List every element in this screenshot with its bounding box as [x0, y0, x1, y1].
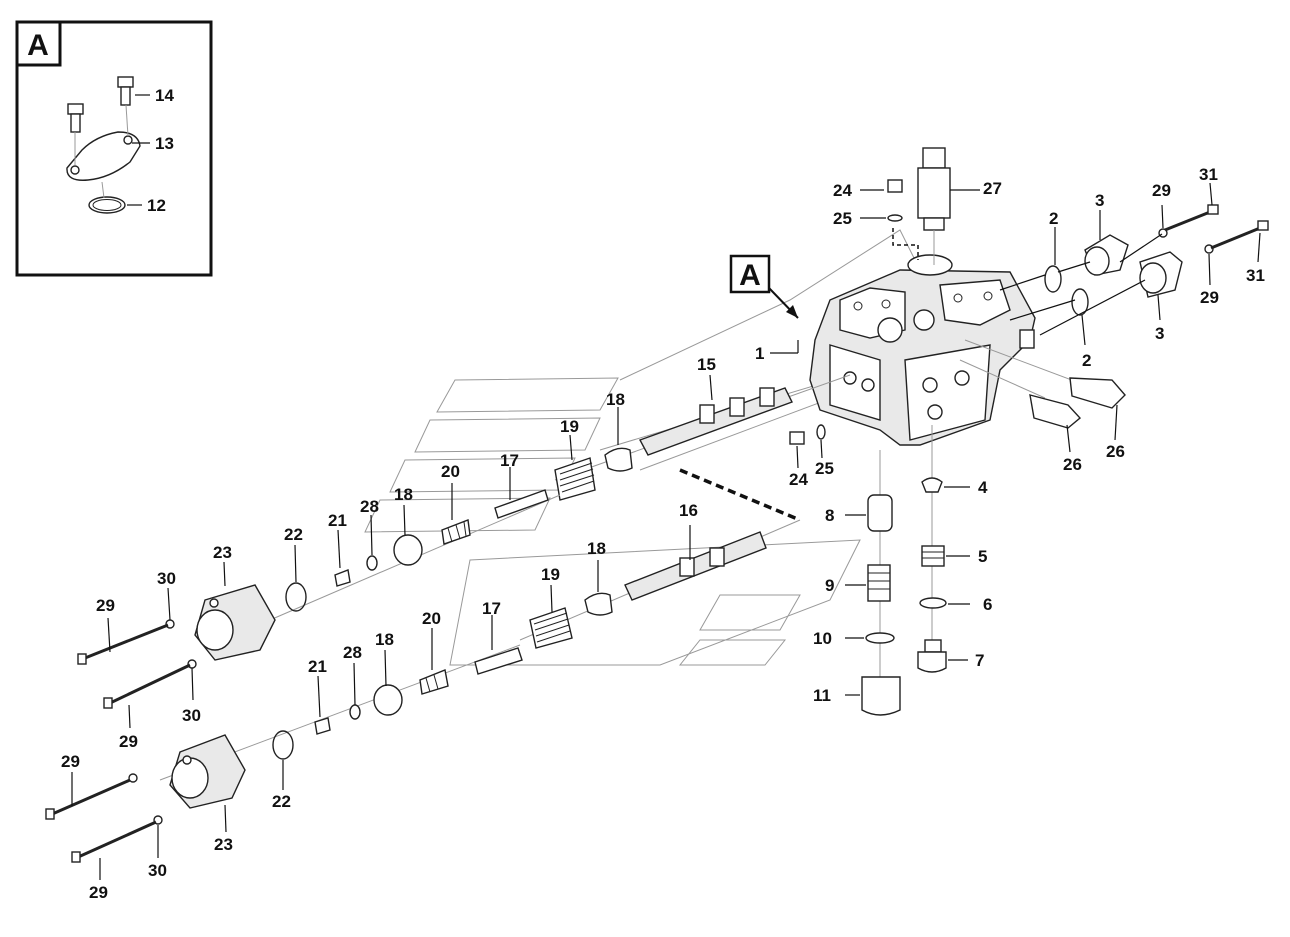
label-3-top: 3: [1095, 191, 1104, 210]
label-16: 16: [679, 501, 698, 520]
label-22-lower: 22: [272, 792, 291, 811]
label-13: 13: [155, 134, 174, 153]
label-24-lower: 24: [789, 470, 808, 489]
label-26-left: 26: [1063, 455, 1082, 474]
label-9: 9: [825, 576, 834, 595]
lower-rod-row: [159, 615, 523, 790]
right-cap-assembly: [999, 182, 1269, 346]
label-18-a: 18: [606, 390, 625, 409]
callout-a: A: [729, 254, 799, 319]
plug-stack-4-7: [917, 425, 970, 673]
plug-stack-8-11: [845, 450, 901, 716]
label-31-bottom: 31: [1246, 266, 1265, 285]
label-28-lower: 28: [343, 643, 362, 662]
plug-24-25-lower: [789, 424, 826, 469]
label-18-b: 18: [394, 485, 413, 504]
label-21-upper: 21: [328, 511, 347, 530]
label-11: 11: [813, 686, 831, 705]
label-31-top: 31: [1199, 165, 1218, 184]
spool-15-assembly: [554, 374, 851, 501]
label-28-upper: 28: [360, 497, 379, 516]
label-19-upper: 19: [560, 417, 579, 436]
label-30-c: 30: [148, 861, 167, 880]
check-valves-26: [959, 339, 1126, 453]
label-19-lower: 19: [541, 565, 560, 584]
label-3-bottom: 3: [1155, 324, 1164, 343]
label-7: 7: [975, 651, 984, 670]
callout-letter: A: [739, 259, 761, 292]
bolt-14-part: [117, 76, 134, 106]
label-29-b: 29: [119, 732, 138, 751]
label-24-top: 24: [833, 181, 852, 200]
label-10: 10: [813, 629, 832, 648]
ghost-planes: [364, 229, 916, 666]
relief-valve-27-part: [917, 147, 980, 265]
label-23-lower: 23: [214, 835, 233, 854]
label-29-a: 29: [96, 596, 115, 615]
label-26-right: 26: [1106, 442, 1125, 461]
label-23-upper: 23: [213, 543, 232, 562]
label-29-right-top: 29: [1152, 181, 1171, 200]
label-4: 4: [978, 478, 988, 497]
label-2-bottom: 2: [1082, 351, 1091, 370]
label-20-upper: 20: [441, 462, 460, 481]
label-2-top: 2: [1049, 209, 1058, 228]
end-cap-23-upper: [77, 561, 276, 729]
label-17-lower: 17: [482, 599, 501, 618]
valve-body-part: [809, 254, 1036, 446]
part-labels: 1 2 2 3 3 4 5 6 7 8 9 10 11 15 16 17 17 …: [61, 165, 1265, 902]
label-22-upper: 22: [284, 525, 303, 544]
label-20-lower: 20: [422, 609, 441, 628]
detail-view-a: A 14 13 12: [15, 20, 213, 277]
label-8: 8: [825, 506, 834, 525]
label-14: 14: [155, 86, 174, 105]
label-17-upper: 17: [500, 451, 519, 470]
label-1: 1: [755, 344, 764, 363]
detail-box-letter: A: [27, 29, 49, 62]
flange-plate-part: [66, 131, 141, 181]
end-cap-23-lower: [45, 734, 246, 880]
label-29-right-bottom: 29: [1200, 288, 1219, 307]
label-30-b: 30: [182, 706, 201, 725]
label-25-top: 25: [833, 209, 852, 228]
label-5: 5: [978, 547, 987, 566]
label-29-c: 29: [61, 752, 80, 771]
label-30-a: 30: [157, 569, 176, 588]
label-6: 6: [983, 595, 992, 614]
plug-24-top-part: [860, 179, 919, 260]
label-18-c: 18: [587, 539, 606, 558]
label-18-d: 18: [375, 630, 394, 649]
label-25-lower: 25: [815, 459, 834, 478]
label-29-d: 29: [89, 883, 108, 902]
upper-rod-row: [269, 467, 561, 621]
spool-16-assembly: [519, 468, 801, 649]
label-27: 27: [983, 179, 1002, 198]
label-15: 15: [697, 355, 716, 374]
label-21-lower: 21: [308, 657, 327, 676]
label-12: 12: [147, 196, 166, 215]
